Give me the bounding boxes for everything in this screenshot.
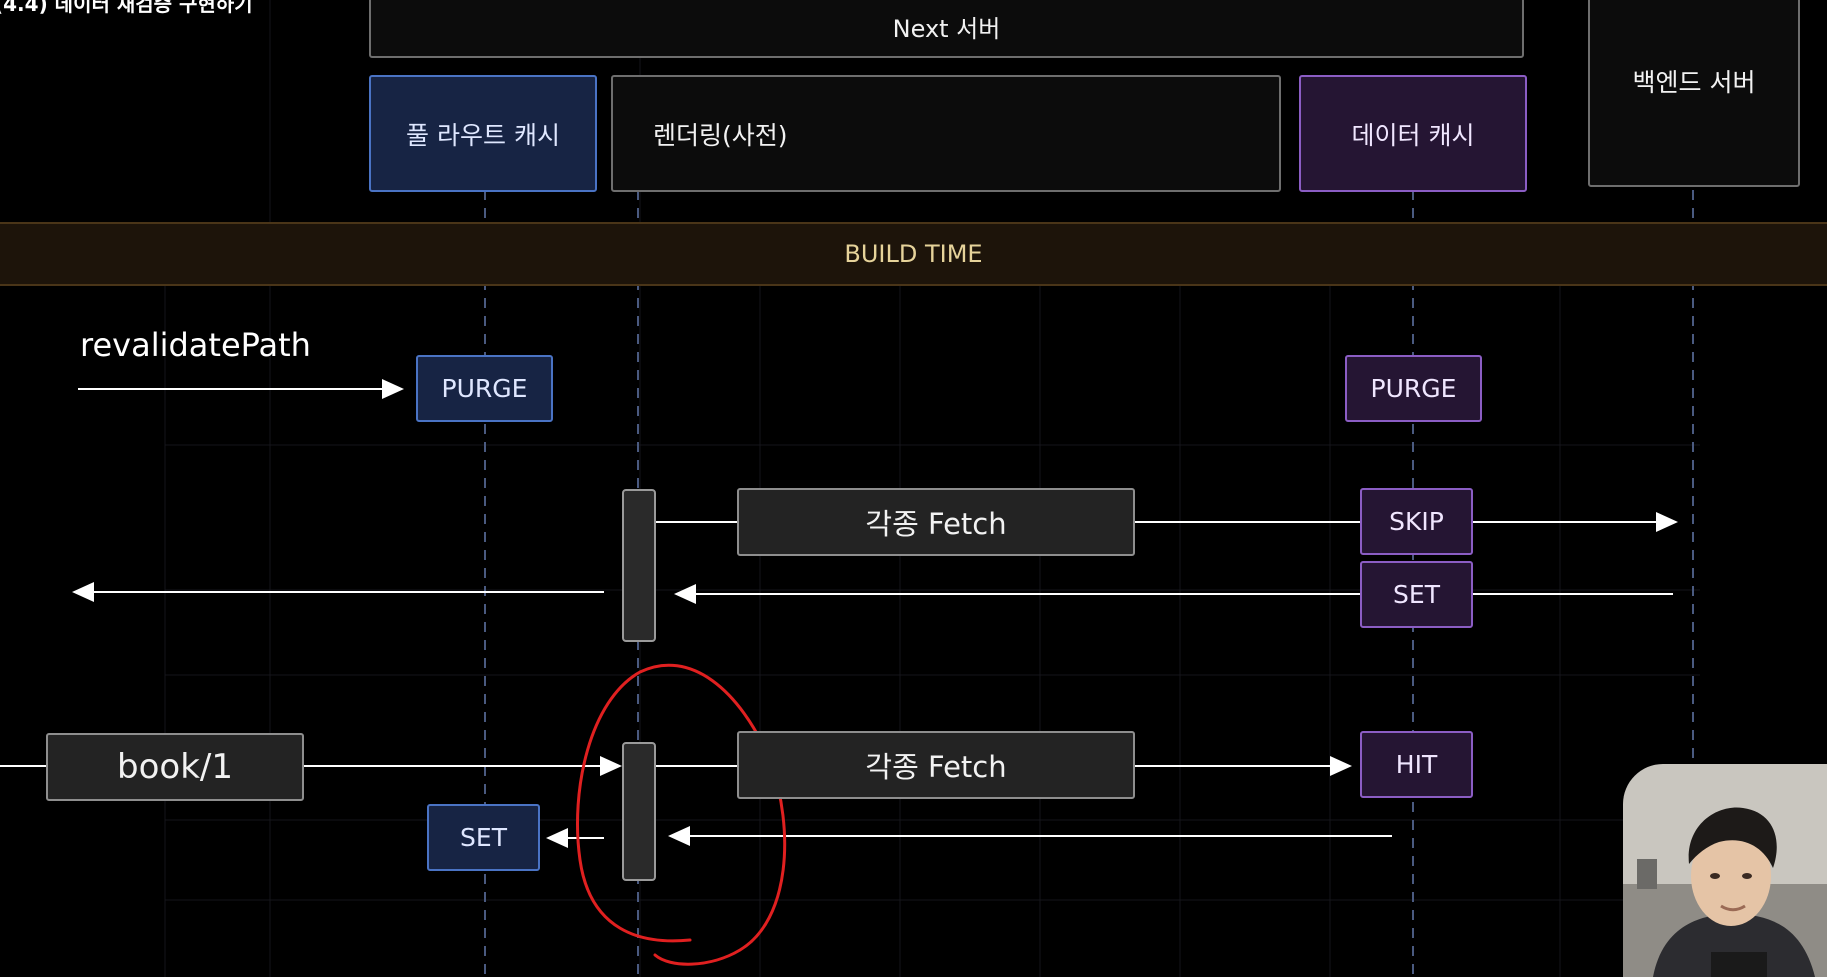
next-server-label: Next 서버 — [892, 14, 1001, 43]
background-grid — [164, 0, 1700, 977]
fetch-box-2: 각종 Fetch — [737, 731, 1135, 799]
rendering-box: 렌더링(사전) — [611, 75, 1281, 192]
backend-server-label: 백엔드 서버 — [1632, 67, 1756, 97]
purge-route-label: PURGE — [441, 374, 528, 403]
set-data-box: SET — [1360, 561, 1473, 628]
backend-server-box: 백엔드 서버 — [1588, 0, 1800, 187]
lifelines — [484, 190, 1694, 977]
revalidate-path-label: revalidatePath — [80, 326, 311, 364]
fetch-box-1: 각종 Fetch — [737, 488, 1135, 556]
hit-label: HIT — [1395, 750, 1438, 779]
data-cache-box: 데이터 캐시 — [1299, 75, 1527, 192]
red-circle-annotation — [576, 663, 787, 966]
fetch-label-2: 각종 Fetch — [865, 750, 1007, 784]
presenter-webcam-icon — [1623, 764, 1827, 977]
presenter-illustration — [1623, 764, 1827, 977]
fetch-label-1: 각종 Fetch — [865, 507, 1007, 541]
skip-label: SKIP — [1389, 507, 1444, 536]
set-route-box: SET — [427, 804, 540, 871]
set-data-label: SET — [1393, 580, 1440, 609]
full-route-cache-label: 풀 라우트 캐시 — [406, 120, 560, 150]
rendering-label: 렌더링(사전) — [653, 120, 788, 150]
render-activation-bar-2 — [622, 742, 656, 881]
data-cache-label: 데이터 캐시 — [1351, 120, 1475, 150]
lecture-title: (4.4) 데이터 재검증 구현하기 — [0, 0, 253, 16]
build-time-label: BUILD TIME — [844, 240, 983, 268]
next-server-box: Next 서버 — [369, 0, 1524, 58]
purge-data-label: PURGE — [1370, 374, 1457, 403]
skip-box: SKIP — [1360, 488, 1473, 555]
build-time-band: BUILD TIME — [0, 222, 1827, 286]
render-activation-bar-1 — [622, 489, 656, 642]
book-request-box: book/1 — [46, 733, 304, 801]
book-request-label: book/1 — [117, 747, 233, 787]
purge-data-box: PURGE — [1345, 355, 1482, 422]
full-route-cache-box: 풀 라우트 캐시 — [369, 75, 597, 192]
hit-box: HIT — [1360, 731, 1473, 798]
set-route-label: SET — [460, 823, 507, 852]
purge-route-box: PURGE — [416, 355, 553, 422]
